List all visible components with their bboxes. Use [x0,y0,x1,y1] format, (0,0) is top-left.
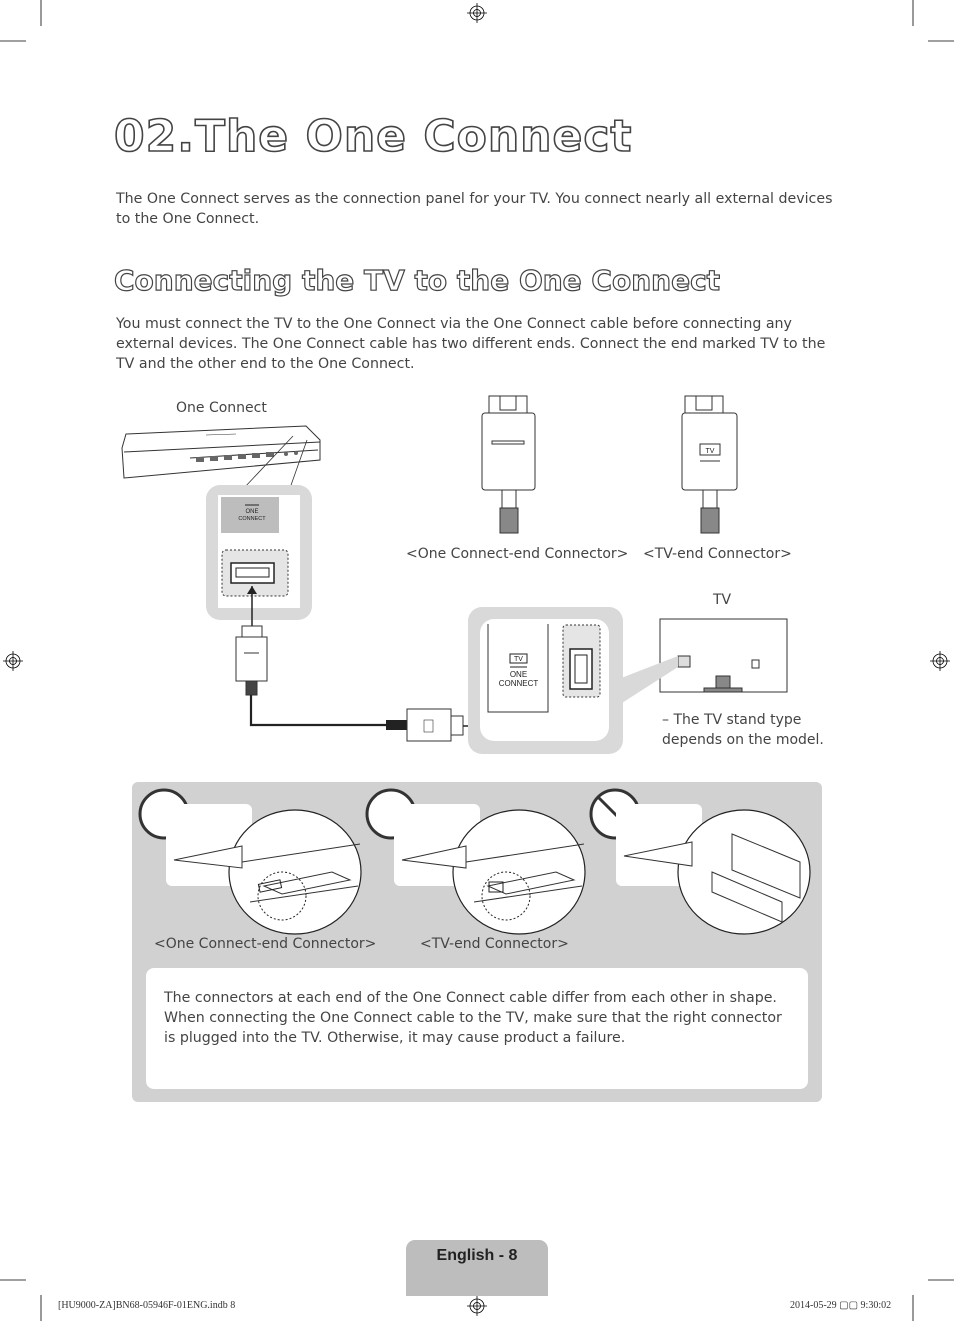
one-connect-label: One Connect [176,400,267,416]
svg-text:ONE: ONE [510,670,527,679]
port-label-connect: CONNECT [238,516,266,522]
tv-end-caption: <TV-end Connector> [643,546,792,562]
registration-mark-icon [3,3,950,1316]
stand-note: – The TV stand type depends on the model… [662,712,824,748]
tv-end-connector-illustration [681,395,738,534]
connector-orientation-illustrations [138,788,811,935]
imprint-date: 2014-05-29 ▢▢ 9:30:02 [790,1300,892,1311]
one-connect-end-caption: <One Connect-end Connector> [406,546,629,562]
caution-note-box [146,968,808,1089]
tv-label: TV [713,592,732,608]
page-number-tab [406,1240,548,1296]
page-title: 02.The One Connect [113,110,633,163]
one-connect-end-connector-illustration [481,395,536,534]
imprint-file: [HU9000-ZA]BN68-05946F-01ENG.indb 8 [58,1300,236,1311]
caution-note-text: The connectors at each end of the One Co… [164,990,782,1046]
section-paragraph: You must connect the TV to the One Conne… [116,316,826,372]
warning-caption-tv-end: <TV-end Connector> [420,936,569,952]
connection-diagram: ONE CONNECT TV ONE CONNECT [121,395,788,754]
warning-caption-one-connect-end: <One Connect-end Connector> [154,936,377,952]
tv-end-badge: TV [706,448,715,455]
tv-port-badge: TV [514,656,523,663]
svg-text:CONNECT: CONNECT [499,679,539,688]
intro-paragraph: The One Connect serves as the connection… [116,191,833,227]
tv-back-illustration [659,618,788,693]
section-title: Connecting the TV to the One Connect [113,263,721,297]
cable-plug-illustration [235,625,268,696]
page-number-label: English - 8 [436,1247,518,1264]
one-connect-box-illustration [121,425,321,479]
port-label-one: ONE [245,509,258,515]
